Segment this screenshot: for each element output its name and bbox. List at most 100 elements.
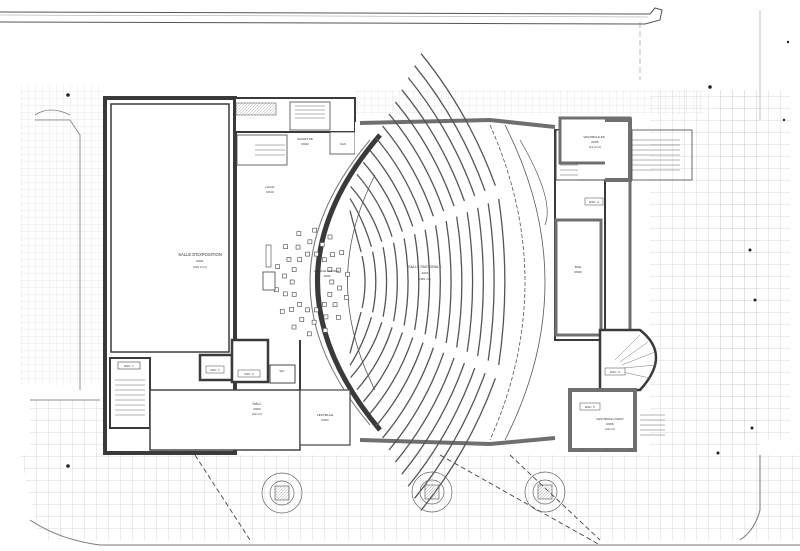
- central-room-code: R009: [574, 270, 582, 274]
- pew: [445, 220, 452, 344]
- pew: [382, 125, 435, 217]
- chair: [336, 315, 341, 320]
- choir-code: A002: [323, 274, 330, 278]
- chair: [314, 307, 319, 313]
- exterior-paving: [20, 85, 800, 540]
- pew: [388, 113, 445, 212]
- tree-icon: [524, 471, 566, 513]
- pew: [349, 316, 373, 366]
- elevators: ASC. 1 ASC. 2 WC: [198, 338, 296, 384]
- chair: [312, 227, 317, 233]
- elevator-2-label: ASC. 2: [244, 372, 254, 376]
- pew: [350, 322, 383, 378]
- chair: [322, 302, 327, 307]
- vestibule-east-code: R005: [591, 140, 599, 144]
- pew: [349, 198, 373, 248]
- tree-icon: [411, 471, 453, 513]
- chair: [279, 308, 285, 314]
- survey-points: [66, 40, 790, 468]
- vestibule-west-code: R006: [606, 422, 614, 426]
- chair: [289, 279, 295, 285]
- chair: [291, 324, 297, 330]
- east-rooms: BUR R009 VESTIBULE EST R005 (11.3 m²) ES…: [554, 116, 632, 341]
- wc-label: WC: [280, 369, 286, 373]
- storage-name: LOCAL: [265, 185, 275, 189]
- pew: [403, 238, 409, 326]
- storage-code: R010: [266, 190, 274, 194]
- chair: [337, 285, 342, 291]
- central-room-name: BUR: [575, 265, 582, 269]
- chair: [275, 264, 280, 269]
- chair: [336, 267, 341, 273]
- pew: [394, 357, 455, 463]
- chair: [319, 242, 325, 247]
- exhibition-code: R001: [196, 259, 204, 263]
- north-rooms: SACRISTIE R002 LOCAL R010 SAS: [234, 97, 356, 194]
- pew: [375, 342, 424, 427]
- hall-name: HALL: [253, 402, 262, 406]
- stair-4-label: ESC. 4: [589, 200, 599, 204]
- chair: [322, 328, 328, 333]
- chair: [295, 244, 301, 250]
- chair: [305, 307, 310, 313]
- chair: [329, 279, 335, 285]
- pew: [401, 89, 466, 202]
- choir-name: ESPACE CHORAL: [314, 269, 340, 273]
- altar: [262, 271, 276, 291]
- room-vestibule-south: VESTIBULE R004: [299, 389, 351, 446]
- chair: [322, 257, 327, 262]
- chair: [311, 319, 317, 325]
- chair: [299, 317, 305, 322]
- vestibule-east-area: (11.3 m²): [589, 145, 601, 149]
- vestibule-west-name: VESTIBULE OUEST: [596, 417, 624, 421]
- chair: [297, 257, 302, 262]
- chair: [291, 292, 297, 297]
- pew: [435, 225, 441, 339]
- east-steps: [631, 129, 693, 181]
- chair: [327, 267, 333, 272]
- pew: [369, 149, 414, 227]
- elevator-1-label: ASC. 1: [210, 368, 220, 372]
- stair-west: ESC. 1: [109, 357, 151, 429]
- pew: [362, 332, 404, 403]
- hall-code: R003: [253, 407, 261, 411]
- pew: [414, 65, 486, 192]
- vestibule-south-code: R004: [321, 418, 329, 422]
- pew: [350, 186, 383, 242]
- pew: [362, 161, 404, 232]
- pew: [487, 203, 495, 361]
- chair: [286, 256, 292, 262]
- pew: [477, 207, 484, 357]
- chair: [339, 250, 345, 256]
- choir-chairs: [274, 227, 350, 337]
- stair-3-label: ESC. 3: [610, 370, 620, 374]
- stair-5-label: ESC. 5: [585, 405, 595, 409]
- pew: [407, 367, 476, 487]
- chair: [296, 231, 302, 236]
- pew: [382, 247, 388, 317]
- chair: [344, 295, 349, 300]
- chair: [327, 292, 333, 297]
- pew: [394, 101, 455, 207]
- pew: [361, 255, 366, 309]
- pew: [413, 234, 420, 330]
- sacristy-name: SACRISTIE: [297, 137, 313, 141]
- chair: [283, 291, 288, 297]
- chair: [314, 251, 319, 257]
- lectern: [265, 244, 272, 268]
- chair: [330, 252, 335, 257]
- pew: [420, 53, 497, 186]
- chair: [345, 271, 350, 277]
- chair: [297, 302, 302, 307]
- sas-label: SAS: [340, 142, 346, 146]
- pew: [388, 352, 445, 451]
- pew: [349, 210, 362, 253]
- pew: [424, 229, 431, 335]
- pew-rows: [349, 53, 506, 511]
- pew: [392, 242, 398, 322]
- exhibition-area: (221.3 m²): [193, 265, 207, 269]
- chair: [305, 251, 310, 257]
- pew: [382, 347, 435, 439]
- pew: [356, 173, 393, 237]
- stair-1-label: ESC. 1: [124, 364, 134, 368]
